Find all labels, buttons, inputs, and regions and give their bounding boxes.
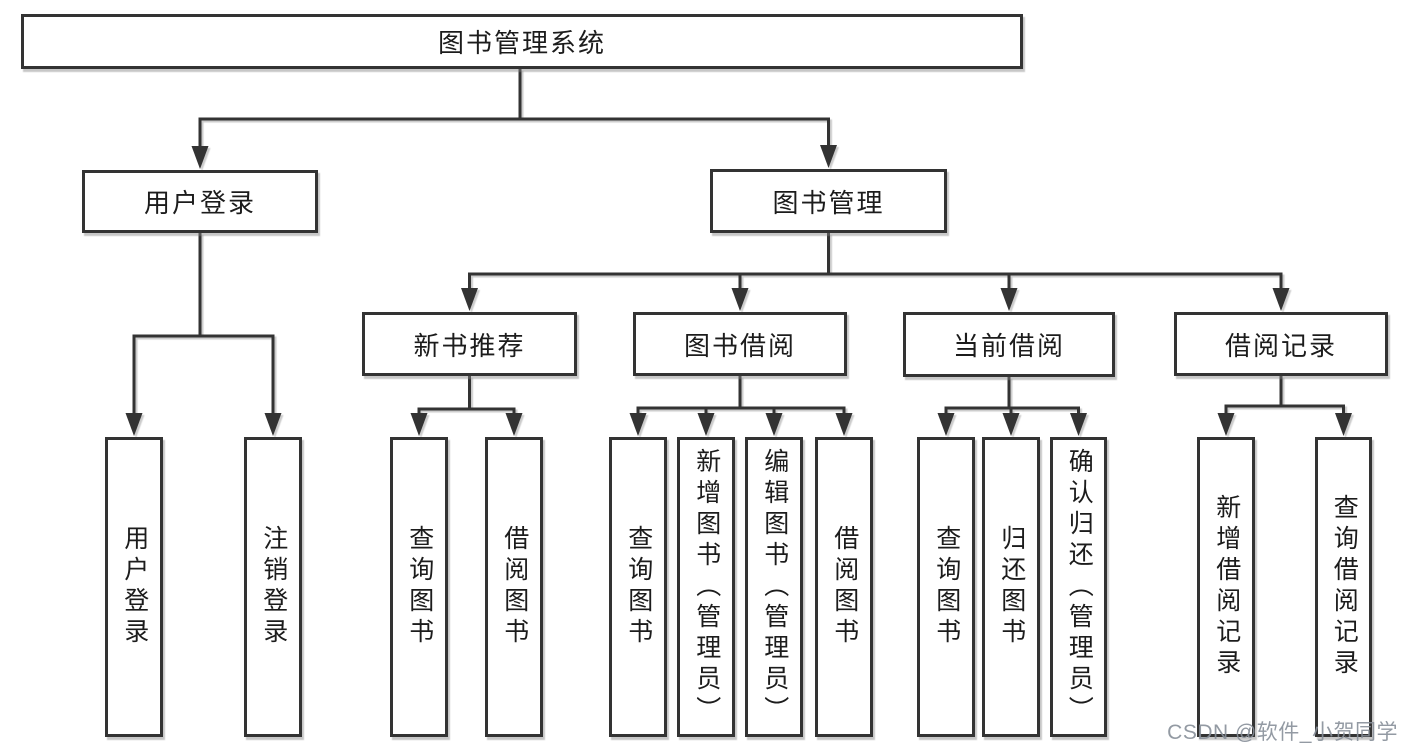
node-borrow-records: 借阅记录 — [1174, 312, 1388, 376]
node-library-system: 图书管理系统 — [21, 14, 1023, 69]
leaf-query-borrow-record: 查询借阅记录 — [1315, 437, 1372, 737]
leaf-edit-book-admin: 编辑图书（管理员） — [745, 437, 803, 737]
connector-bookmgmt-to-level3 — [461, 233, 1290, 311]
connector-root-to-level2 — [191, 69, 837, 169]
connector-newbook-to-leaves — [410, 376, 523, 436]
leaf-confirm-return-admin: 确认归还（管理员） — [1050, 437, 1107, 737]
leaf-logout: 注销登录 — [244, 437, 302, 737]
node-user-login: 用户登录 — [82, 170, 318, 233]
node-current-borrowing: 当前借阅 — [903, 312, 1115, 377]
connector-records-to-leaves — [1217, 376, 1352, 436]
connector-userlogin-to-leaves — [125, 233, 282, 436]
leaf-add-borrow-record: 新增借阅记录 — [1197, 437, 1255, 737]
leaf-query-books-current: 查询图书 — [917, 437, 975, 737]
leaf-return-books: 归还图书 — [982, 437, 1040, 737]
connector-current-to-leaves — [937, 377, 1087, 436]
watermark-text: CSDN @软件_小贺同学 — [1167, 721, 1398, 744]
node-new-book-recommend: 新书推荐 — [362, 312, 577, 376]
leaf-query-books-borrowing: 查询图书 — [609, 437, 667, 737]
node-book-management: 图书管理 — [710, 169, 947, 233]
leaf-user-login: 用户登录 — [105, 437, 163, 737]
leaf-query-books-recommend: 查询图书 — [390, 437, 448, 737]
leaf-add-book-admin: 新增图书（管理员） — [677, 437, 735, 737]
connector-borrowing-to-leaves — [629, 376, 853, 436]
leaf-borrow-books-borrowing: 借阅图书 — [815, 437, 873, 737]
node-book-borrowing: 图书借阅 — [633, 312, 847, 376]
leaf-borrow-books-recommend: 借阅图书 — [485, 437, 543, 737]
